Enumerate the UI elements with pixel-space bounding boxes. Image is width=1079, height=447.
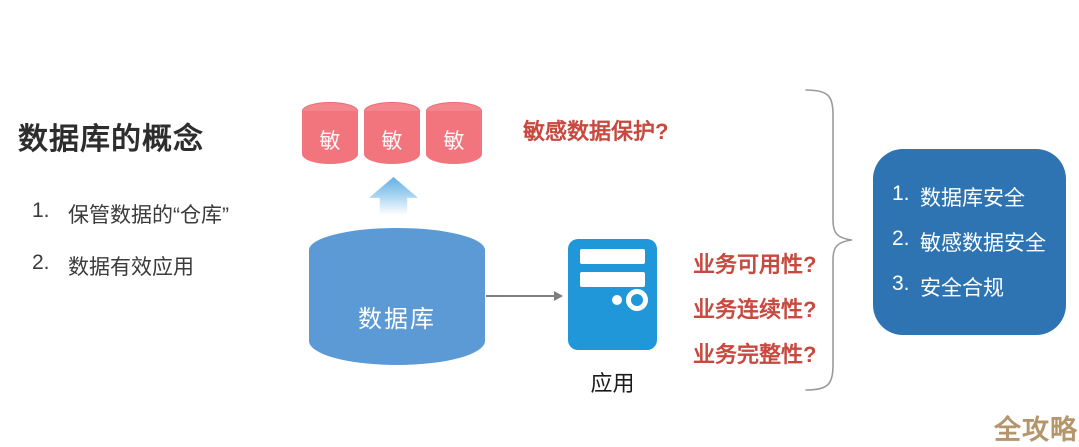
server-power-ring xyxy=(626,289,648,311)
summary-item-number: 1. xyxy=(892,182,910,205)
sensitive-cylinder-label: 敏 xyxy=(319,129,341,153)
summary-item: 2. 敏感数据安全 xyxy=(892,227,1066,257)
server-slot-bar xyxy=(580,249,645,264)
concept-item-text: 数据有效应用 xyxy=(68,256,194,279)
server-led-dot xyxy=(612,295,622,305)
application-server-icon xyxy=(568,239,657,350)
summary-item-text: 数据库安全 xyxy=(920,187,1025,210)
concept-item-text: 保管数据的“仓库” xyxy=(68,204,229,227)
watermark: 全攻略 xyxy=(994,415,1078,445)
sensitive-cylinder-label: 敏 xyxy=(381,129,403,153)
curly-brace xyxy=(805,89,853,391)
concept-list-item: 1. 保管数据的“仓库” xyxy=(32,199,229,229)
question-business-continuity: 业务连续性? xyxy=(693,297,817,322)
concept-list-item: 2. 数据有效应用 xyxy=(32,251,194,281)
right-arrow-connector xyxy=(486,291,563,301)
summary-item: 3. 安全合规 xyxy=(892,272,1066,302)
concept-item-number: 2. xyxy=(32,251,50,274)
sensitive-cylinder-label: 敏 xyxy=(443,129,465,153)
concept-item-number: 1. xyxy=(32,199,50,222)
question-business-integrity: 业务完整性? xyxy=(693,342,817,367)
sensitive-cylinder-icon: 敏 xyxy=(302,102,358,164)
summary-item-text: 安全合规 xyxy=(920,277,1004,300)
security-summary-box: 1. 数据库安全 2. 敏感数据安全 3. 安全合规 xyxy=(873,149,1066,335)
application-label: 应用 xyxy=(590,371,635,396)
sensitive-data-cylinders: 敏 敏 敏 xyxy=(302,102,482,164)
up-arrow-icon xyxy=(369,177,418,215)
summary-item-number: 3. xyxy=(892,272,910,295)
question-business-availability: 业务可用性? xyxy=(693,252,817,277)
database-cylinder-icon: 数据库 xyxy=(309,228,485,365)
question-sensitive-data-protection: 敏感数据保护? xyxy=(523,119,669,144)
page-title: 数据库的概念 xyxy=(18,123,204,156)
summary-item-text: 敏感数据安全 xyxy=(920,232,1046,255)
database-label: 数据库 xyxy=(358,306,436,333)
summary-item-number: 2. xyxy=(892,227,910,250)
business-questions: 业务可用性? 业务连续性? 业务完整性? xyxy=(693,247,816,369)
sensitive-cylinder-icon: 敏 xyxy=(364,102,420,164)
sensitive-cylinder-icon: 敏 xyxy=(426,102,482,164)
summary-item: 1. 数据库安全 xyxy=(892,182,1066,212)
server-slot-bar xyxy=(580,272,645,287)
